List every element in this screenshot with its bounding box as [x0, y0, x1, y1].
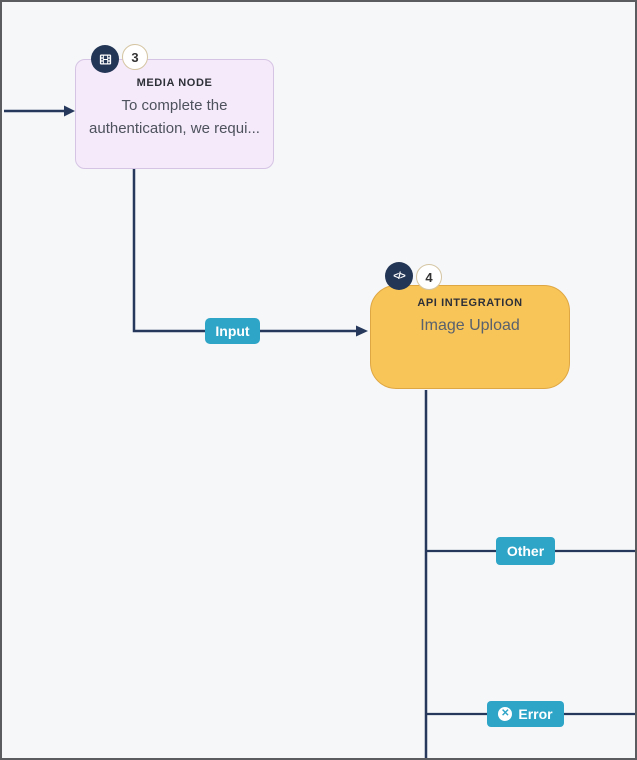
media-node-card[interactable]: MEDIA NODE To complete the authenticatio…: [75, 59, 274, 169]
edge-label-input[interactable]: Input: [205, 318, 260, 344]
edge-label-error[interactable]: ✕ Error: [487, 701, 564, 727]
edge-label-other-text: Other: [506, 543, 545, 559]
code-icon: </>: [385, 262, 413, 290]
api-node-number-badge: 4: [416, 264, 442, 290]
api-node-type-label: API INTEGRATION: [417, 297, 523, 309]
edge-label-input-text: Input: [215, 323, 250, 339]
film-icon: [91, 45, 119, 73]
api-integration-node-card[interactable]: API INTEGRATION Image Upload: [370, 285, 570, 389]
edge-label-other[interactable]: Other: [496, 537, 555, 565]
api-node-body-text: Image Upload: [420, 317, 520, 334]
error-x-icon: ✕: [498, 707, 513, 721]
media-node-type-label: MEDIA NODE: [136, 77, 213, 89]
edge-label-error-text: Error: [518, 706, 553, 722]
media-node-body-text: To complete the authentication, we requi…: [89, 97, 260, 137]
code-icon-glyph: </>: [393, 270, 406, 282]
media-node-number-badge: 3: [122, 44, 148, 70]
